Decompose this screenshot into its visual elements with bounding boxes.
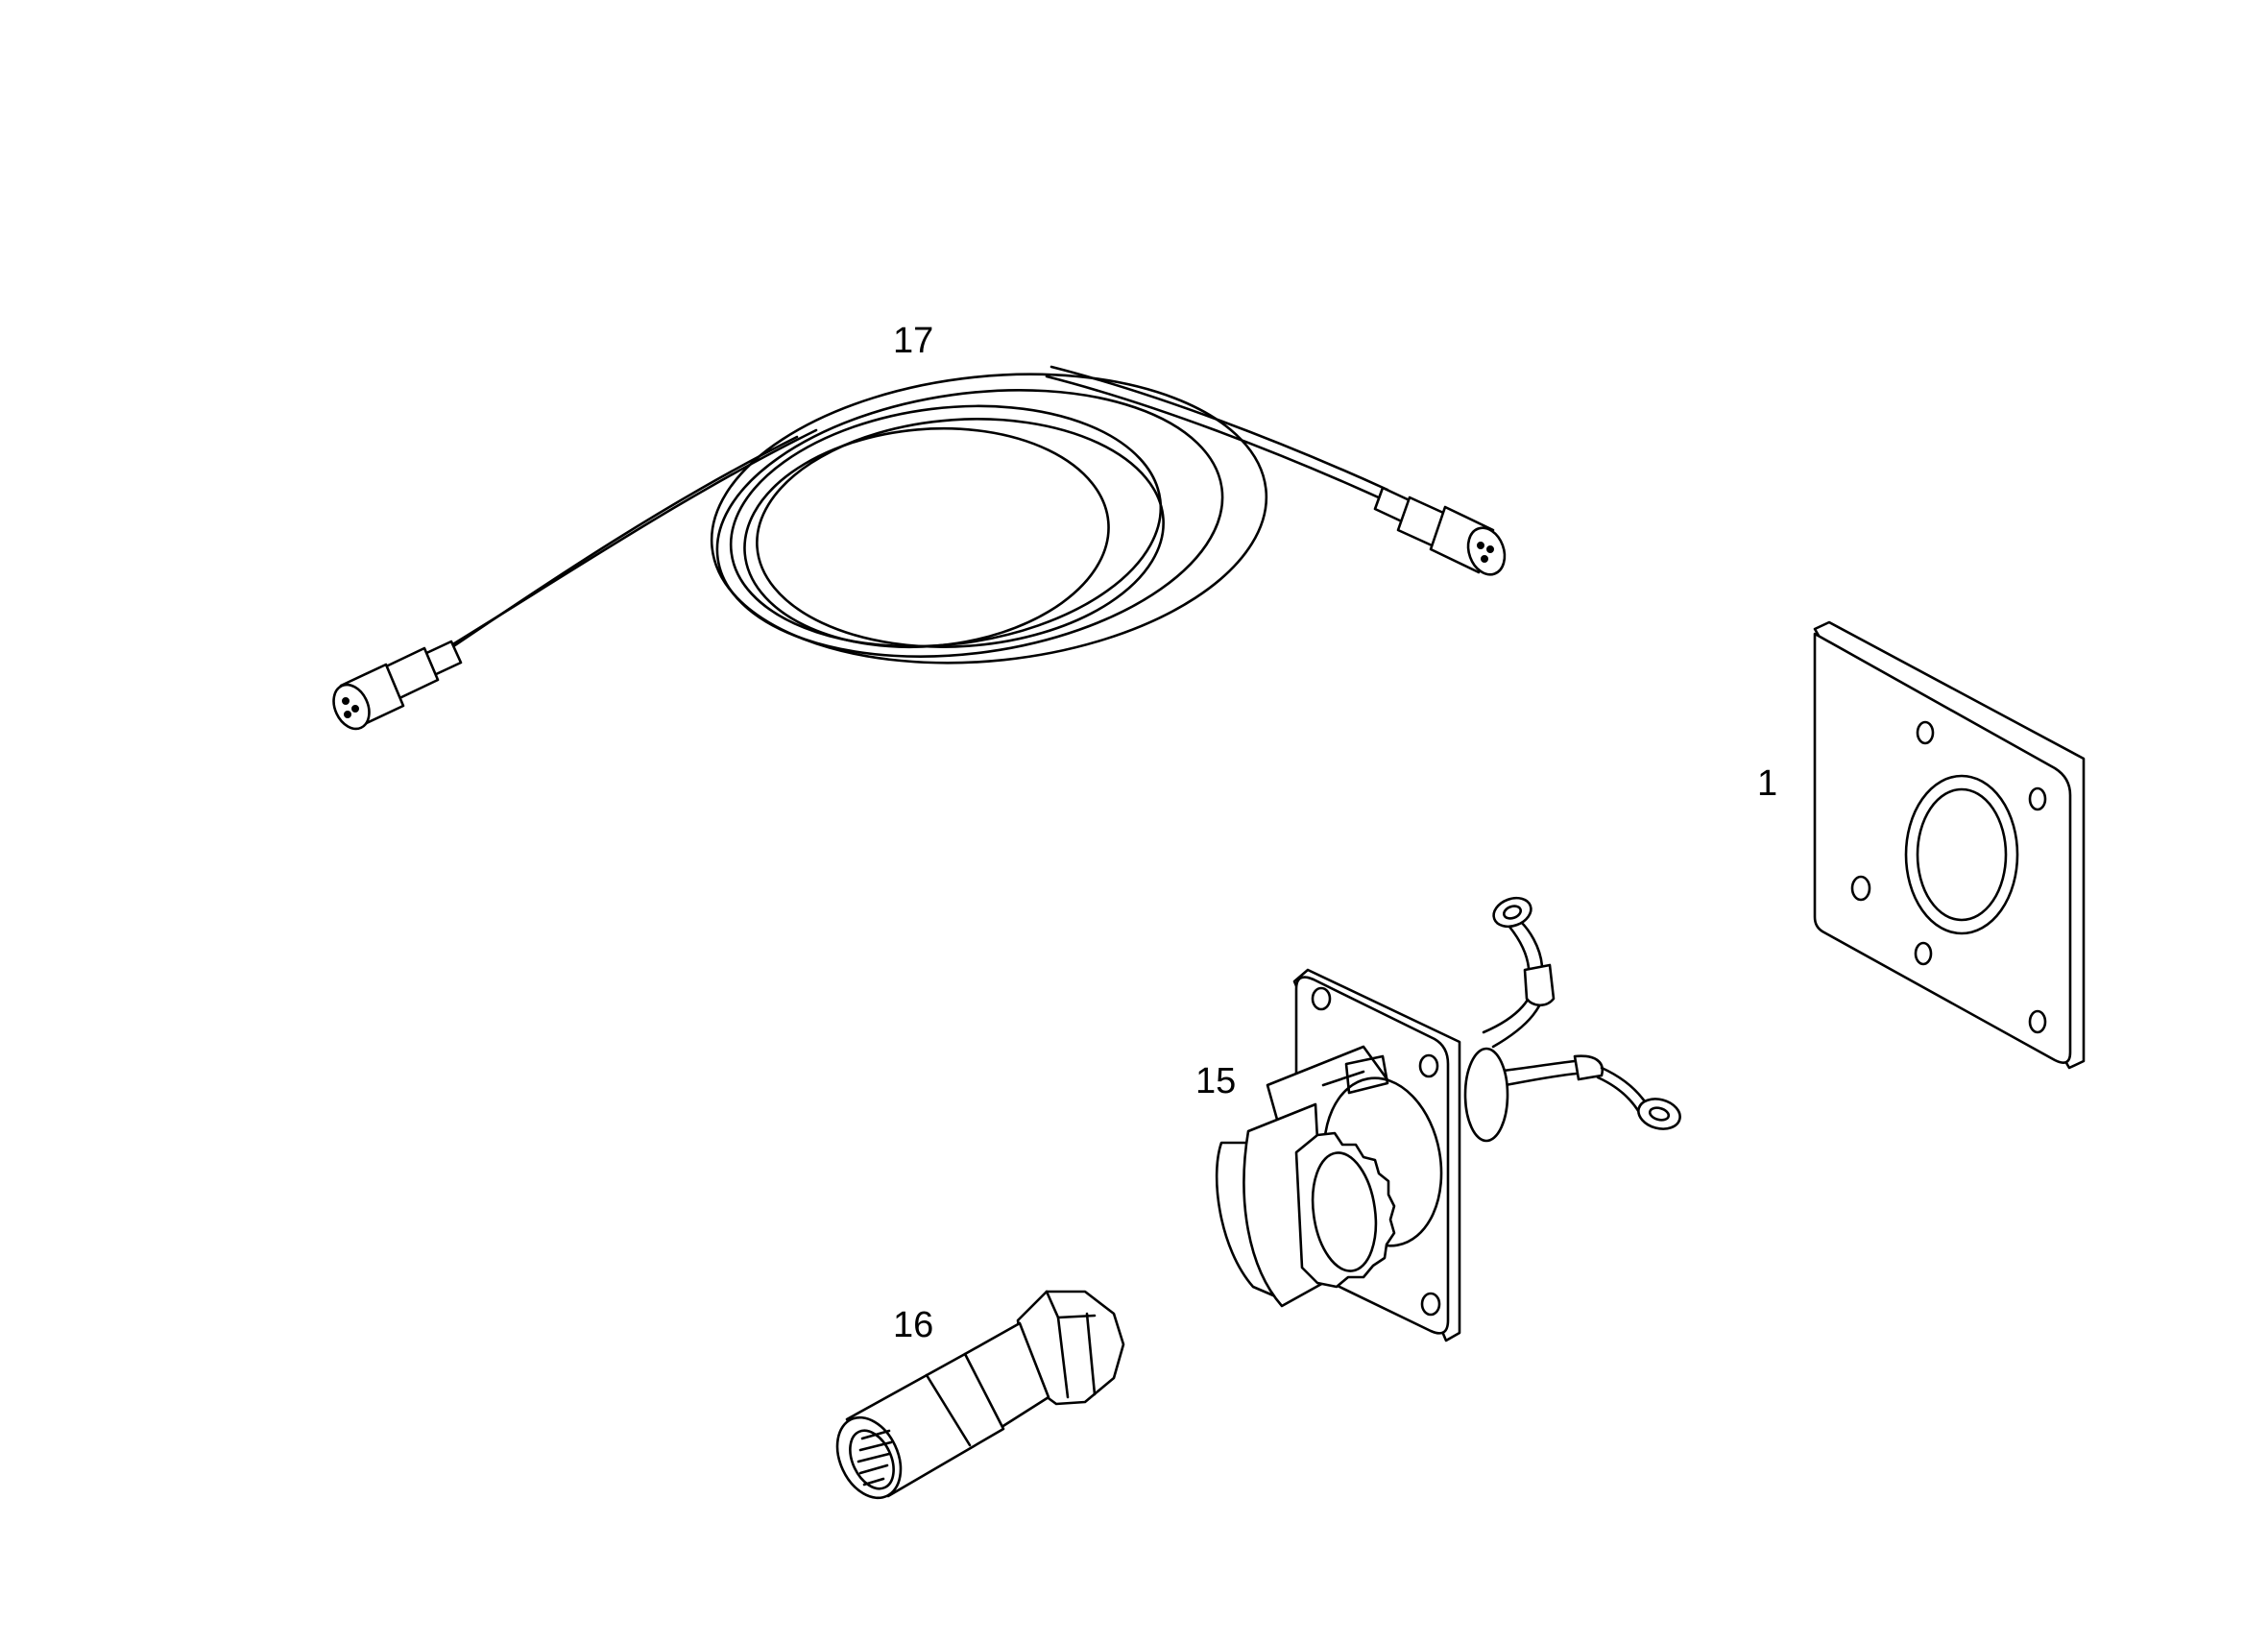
part-17-coiled-cable[interactable]: 17: [326, 321, 1510, 735]
part-15-label: 15: [1195, 1061, 1236, 1101]
cable-connector-right: [1373, 486, 1507, 576]
part-1-label: 1: [1757, 763, 1777, 804]
cable-connector-left: [332, 640, 463, 731]
part-16-label: 16: [893, 1305, 933, 1345]
part-17-label: 17: [893, 321, 933, 361]
part-16-cable-plug[interactable]: 16: [825, 1290, 1125, 1509]
part-1-mounting-plate[interactable]: 1: [1757, 620, 2086, 1070]
part-15-flange-socket[interactable]: 15: [1195, 893, 1683, 1342]
